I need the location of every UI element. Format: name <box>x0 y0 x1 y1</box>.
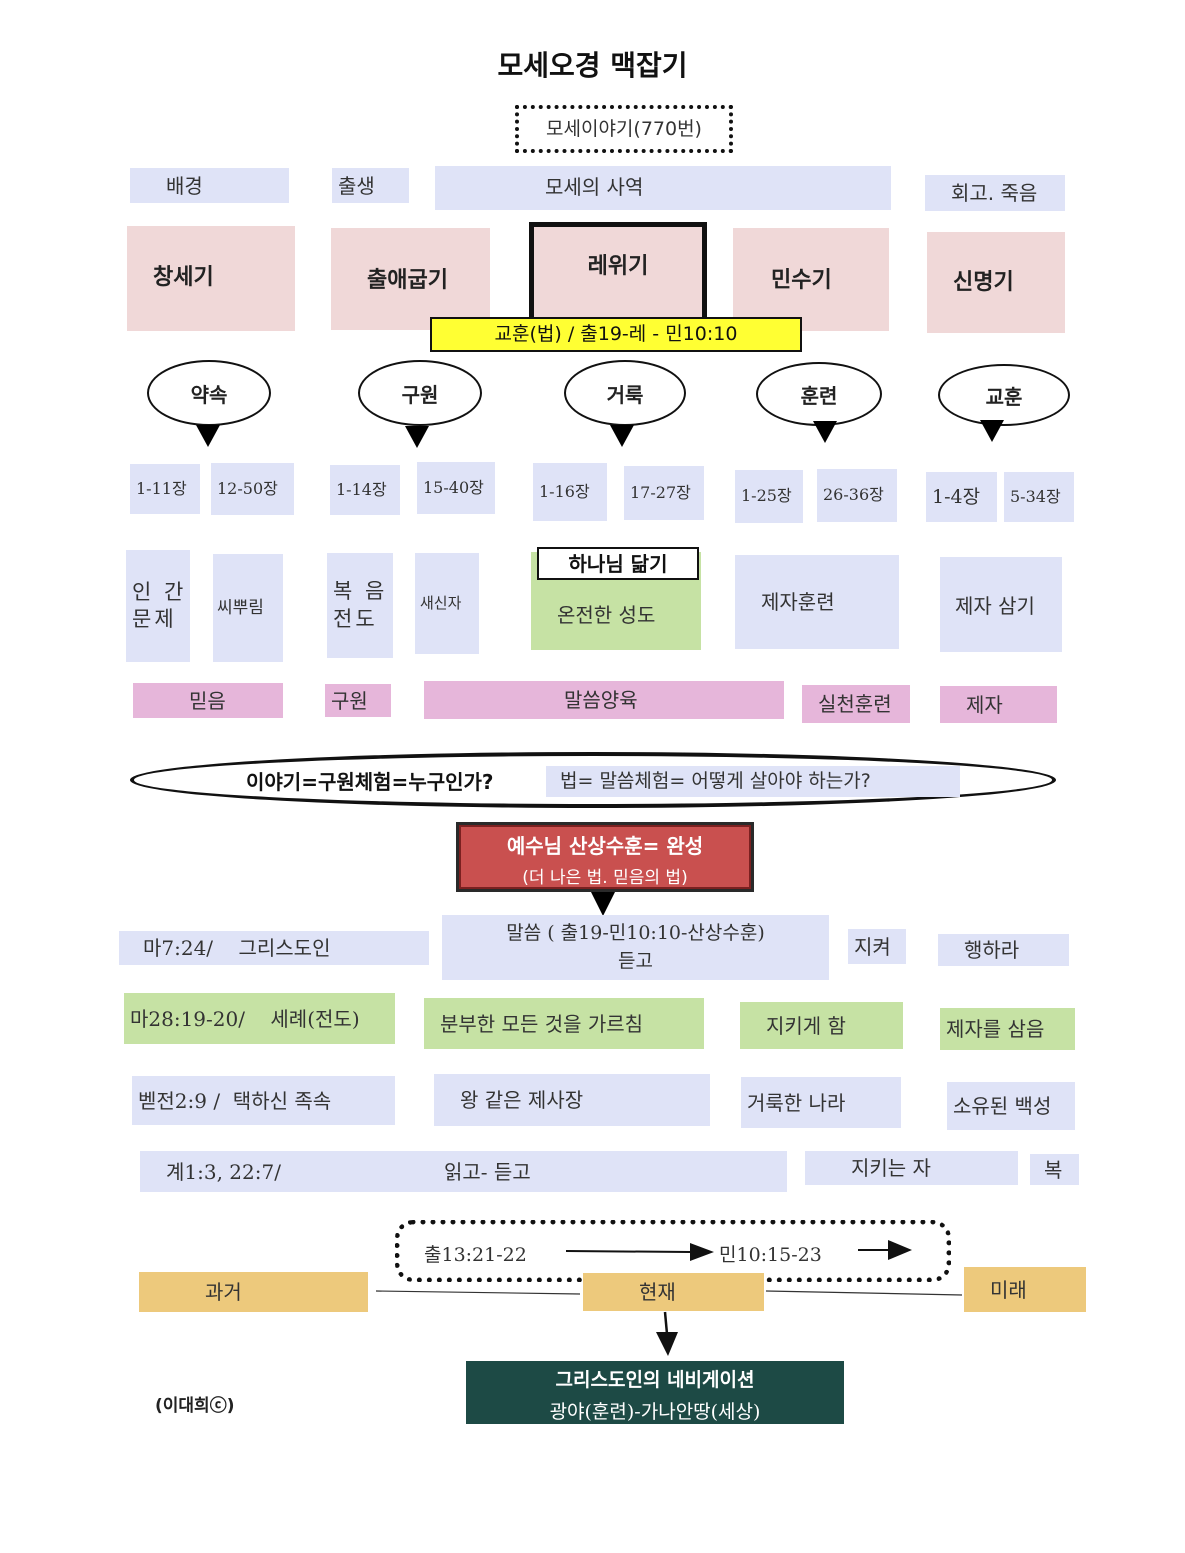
blessing-box: 복 <box>1030 1154 1079 1185</box>
chapter-box: 15-40장 <box>417 462 495 514</box>
chapter-box: 1-14장 <box>330 465 400 515</box>
book-deuteronomy: 신명기 <box>927 232 1065 333</box>
likeness-title: 하나님 닮기 <box>537 547 699 580</box>
read-hear: 읽고- 듣고 <box>444 1159 531 1184</box>
section-background: 배경 <box>130 168 289 203</box>
moses-story-box: 모세이야기(770번) <box>515 105 733 153</box>
book-numbers: 민수기 <box>733 228 889 331</box>
down-arrow-icon <box>196 425 220 447</box>
sermon-title: 예수님 산상수훈= 완성 <box>506 834 704 858</box>
do-box: 행하라 <box>938 934 1069 966</box>
chapter-box: 1-4장 <box>926 472 997 522</box>
topic-disciple-training: 제자훈련 <box>735 555 899 649</box>
stage-disciple: 제자 <box>940 686 1057 723</box>
theme-promise: 약속 <box>147 360 271 426</box>
verse-1pet-2-9: 벧전2:9 / 택하신 족속 <box>132 1076 395 1125</box>
timeline-past: 과거 <box>139 1272 368 1312</box>
chapter-box: 26-36장 <box>817 469 897 522</box>
author-credit: (이대희ⓒ) <box>155 1396 235 1416</box>
journey-to: 민10:15-23 <box>719 1244 822 1266</box>
journey-from: 출13:21-22 <box>424 1244 527 1266</box>
section-birth: 출생 <box>332 168 409 203</box>
chapter-box: 12-50장 <box>211 463 294 515</box>
sermon-on-mount-box: 예수님 산상수훈= 완성 (더 나은 법. 믿음의 법) <box>456 822 754 892</box>
summary-story: 이야기=구원체험=누구인가? <box>246 770 494 794</box>
down-arrow-icon <box>980 420 1004 442</box>
topic-human-problem: 인 간 문제 <box>126 550 190 662</box>
topic-seed: 씨뿌림 <box>213 554 283 662</box>
down-arrow-icon <box>591 892 615 916</box>
stage-salvation: 구원 <box>325 684 391 717</box>
word-hear-box: 말씀 ( 출19-민10:10-산상수훈) 듣고 <box>442 915 829 980</box>
verse-matt-28-19: 마28:19-20/ 세례(전도) <box>124 993 395 1044</box>
page-title: 모세오경 맥잡기 <box>497 49 688 82</box>
down-arrow-icon <box>610 425 634 447</box>
keep-make-box: 지키게 함 <box>740 1002 903 1049</box>
chapter-box: 17-27장 <box>624 466 704 520</box>
chapter-box: 5-34장 <box>1004 472 1074 522</box>
keepers-box: 지키는 자 <box>805 1151 1018 1185</box>
summary-ellipse <box>130 752 1056 808</box>
chapter-box: 1-11장 <box>130 464 200 514</box>
topic-make-disciple: 제자 삼기 <box>940 557 1062 652</box>
chapter-box: 1-16장 <box>533 463 607 521</box>
holy-nation-box: 거룩한 나라 <box>741 1077 901 1128</box>
section-ministry: 모세의 사역 <box>435 166 891 210</box>
verse-rev-ref: 계1:3, 22:7/ <box>166 1159 281 1184</box>
verse-matt-7-24: 마7:24/ 그리스도인 <box>119 931 429 965</box>
book-leviticus: 레위기 <box>529 222 707 322</box>
summary-law: 법= 말씀체험= 어떻게 살아야 하는가? <box>546 766 960 797</box>
book-genesis: 창세기 <box>127 226 295 331</box>
sermon-subtitle: (더 나은 법. 믿음의 법) <box>522 868 688 888</box>
navigation-title: 그리스도인의 네비게이션 <box>555 1369 755 1391</box>
timeline-future: 미래 <box>964 1267 1086 1312</box>
own-people-box: 소유된 백성 <box>947 1082 1075 1130</box>
book-exodus: 출애굽기 <box>331 228 490 330</box>
section-reflection: 회고. 죽음 <box>925 175 1065 211</box>
theme-salvation: 구원 <box>358 360 482 426</box>
stage-faith: 믿음 <box>133 683 283 718</box>
chapter-box: 1-25장 <box>735 470 803 523</box>
timeline-present: 현재 <box>583 1273 764 1311</box>
royal-priest-box: 왕 같은 제사장 <box>434 1074 710 1126</box>
verse-rev-1-3: 계1:3, 22:7/ 읽고- 듣고 <box>140 1151 787 1192</box>
topic-gospel: 복 음 전도 <box>327 553 393 658</box>
navigation-box: 그리스도인의 네비게이션 광야(훈련)-가나안땅(세상) <box>466 1361 844 1424</box>
law-banner: 교훈(법) / 출19-레 - 민10:10 <box>430 317 802 352</box>
stage-practice-training: 실천훈련 <box>802 685 910 723</box>
down-arrow-icon <box>405 426 429 448</box>
down-arrow-icon <box>813 421 837 443</box>
keep-box: 지켜 <box>848 929 906 964</box>
stage-word-nurture: 말씀양육 <box>424 681 784 719</box>
make-disciples-box: 제자를 삼음 <box>940 1008 1075 1050</box>
teach-all-box: 분부한 모든 것을 가르침 <box>424 998 704 1049</box>
topic-new-creature: 새신자 <box>415 553 479 654</box>
navigation-subtitle: 광야(훈련)-가나안땅(세상) <box>549 1401 761 1423</box>
theme-teaching: 교훈 <box>938 364 1070 426</box>
